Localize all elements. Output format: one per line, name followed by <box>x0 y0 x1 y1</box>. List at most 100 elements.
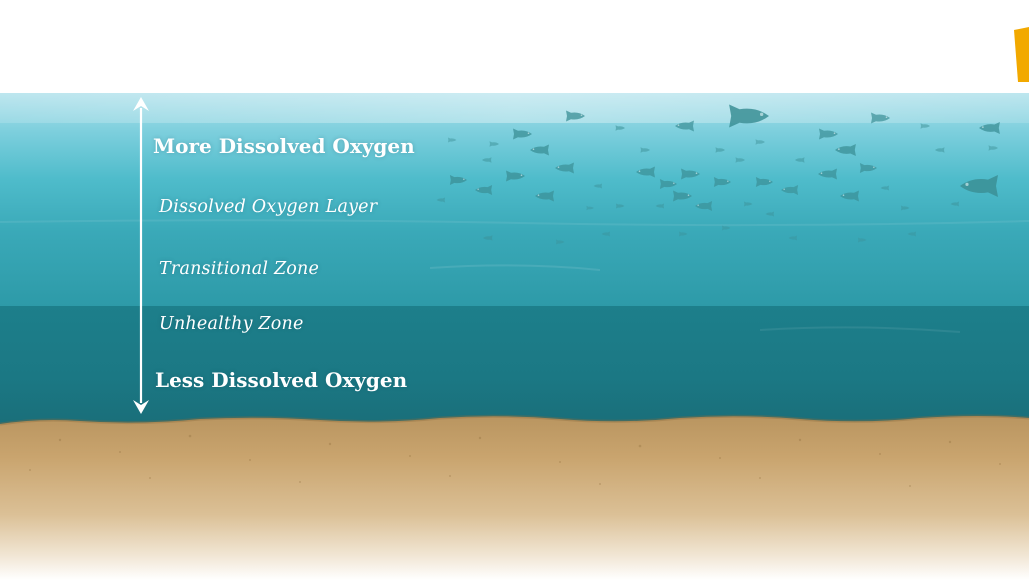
fish-eye <box>687 194 690 196</box>
transitional-zone-label: Transitional Zone <box>159 259 320 279</box>
fish-icon <box>920 123 930 129</box>
fish-eye <box>885 116 888 118</box>
less-oxygen-label: Less Dissolved Oxygen <box>155 368 408 392</box>
sand-edge-shadow <box>0 414 1029 426</box>
fish-icon <box>535 190 554 202</box>
fish-icon <box>880 185 890 191</box>
fish-eye <box>695 172 698 174</box>
fish-icon <box>729 104 769 128</box>
fish-icon <box>447 137 457 143</box>
fish-eye <box>697 204 699 206</box>
fish-icon <box>449 175 467 185</box>
fish-icon <box>513 128 532 140</box>
fish-icon <box>935 147 945 153</box>
fish-eye <box>842 194 845 196</box>
fish-eye <box>981 126 984 128</box>
fish-eye <box>677 124 680 126</box>
fish-eye <box>463 178 465 180</box>
fish-icon <box>721 225 731 231</box>
fish-icon <box>765 211 775 217</box>
fish-eye <box>520 174 523 176</box>
fish-eye <box>820 172 823 174</box>
fish-eye <box>783 188 785 190</box>
fish-icon <box>636 166 655 178</box>
water-unhealthy-zone <box>0 306 1029 426</box>
water-upper <box>0 93 1029 307</box>
fish-icon <box>835 143 856 157</box>
fish-icon <box>655 203 665 209</box>
fish-icon <box>506 170 525 182</box>
oxygen-layer-label: Dissolved Oxygen Layer <box>159 197 378 217</box>
fish-icon <box>659 179 677 189</box>
fish-eye <box>759 112 764 116</box>
fish-eye <box>557 166 560 168</box>
fish-icon <box>900 205 910 211</box>
fish-icon <box>436 197 446 203</box>
fish-icon <box>615 203 625 209</box>
fish-eye <box>837 148 840 150</box>
fish-eye <box>580 114 583 116</box>
corner-tab <box>1014 27 1029 82</box>
fish-icon <box>673 190 692 202</box>
fish-icon <box>781 185 799 195</box>
double-arrow-icon <box>133 97 149 414</box>
fish-icon <box>489 141 499 147</box>
fish-icon <box>530 144 549 156</box>
layer-boundary <box>0 219 1029 227</box>
fish-icon <box>586 205 594 211</box>
fish-icon <box>615 125 625 131</box>
sand-speckles <box>29 434 1001 487</box>
fish-icon <box>979 121 1000 135</box>
fish-icon <box>555 162 574 174</box>
fish-icon <box>960 175 998 197</box>
fish-icon <box>475 185 493 195</box>
fish-icon <box>818 168 837 180</box>
fish-icon <box>857 237 867 243</box>
fish-eye <box>638 170 641 172</box>
fish-eye <box>769 180 771 182</box>
fish-icon <box>755 177 773 187</box>
fish-icon <box>640 147 650 153</box>
fish-icon <box>907 231 917 237</box>
fish-icon <box>482 157 492 163</box>
fish-eye <box>527 132 530 134</box>
more-oxygen-label: More Dissolved Oxygen <box>153 134 415 158</box>
fish-eye <box>537 194 540 196</box>
fish-icon <box>859 163 877 173</box>
fish-icon <box>819 128 838 140</box>
fish-icon <box>715 147 725 153</box>
fish-icon <box>695 201 713 211</box>
fish-school <box>436 104 1000 245</box>
fish-icon <box>795 157 805 163</box>
fish-icon <box>713 177 731 187</box>
unhealthy-zone-label: Unhealthy Zone <box>159 314 304 334</box>
fish-icon <box>681 168 700 180</box>
fish-icon <box>950 201 960 207</box>
ripple-1 <box>429 264 601 271</box>
fish-eye <box>477 188 479 190</box>
surface-shine <box>0 93 1029 123</box>
fish-eye <box>532 148 535 150</box>
fish-icon <box>788 235 798 241</box>
fish-icon <box>743 201 753 207</box>
fish-icon <box>593 183 603 189</box>
ripple-2 <box>759 326 961 333</box>
fish-eye <box>833 132 836 134</box>
sand-bed <box>0 416 1029 580</box>
fish-icon <box>840 190 859 202</box>
fish-icon <box>675 120 694 132</box>
fish-icon <box>555 239 565 245</box>
fish-eye <box>673 182 675 184</box>
fish-icon <box>755 139 765 145</box>
fish-eye <box>873 166 875 168</box>
fish-icon <box>988 145 998 151</box>
fish-icon <box>871 112 890 124</box>
fish-icon <box>566 110 585 122</box>
fish-icon <box>601 231 611 237</box>
fish-icon <box>483 235 493 241</box>
fish-icon <box>735 157 745 163</box>
fish-eye <box>727 180 729 182</box>
fish-eye <box>965 182 969 186</box>
